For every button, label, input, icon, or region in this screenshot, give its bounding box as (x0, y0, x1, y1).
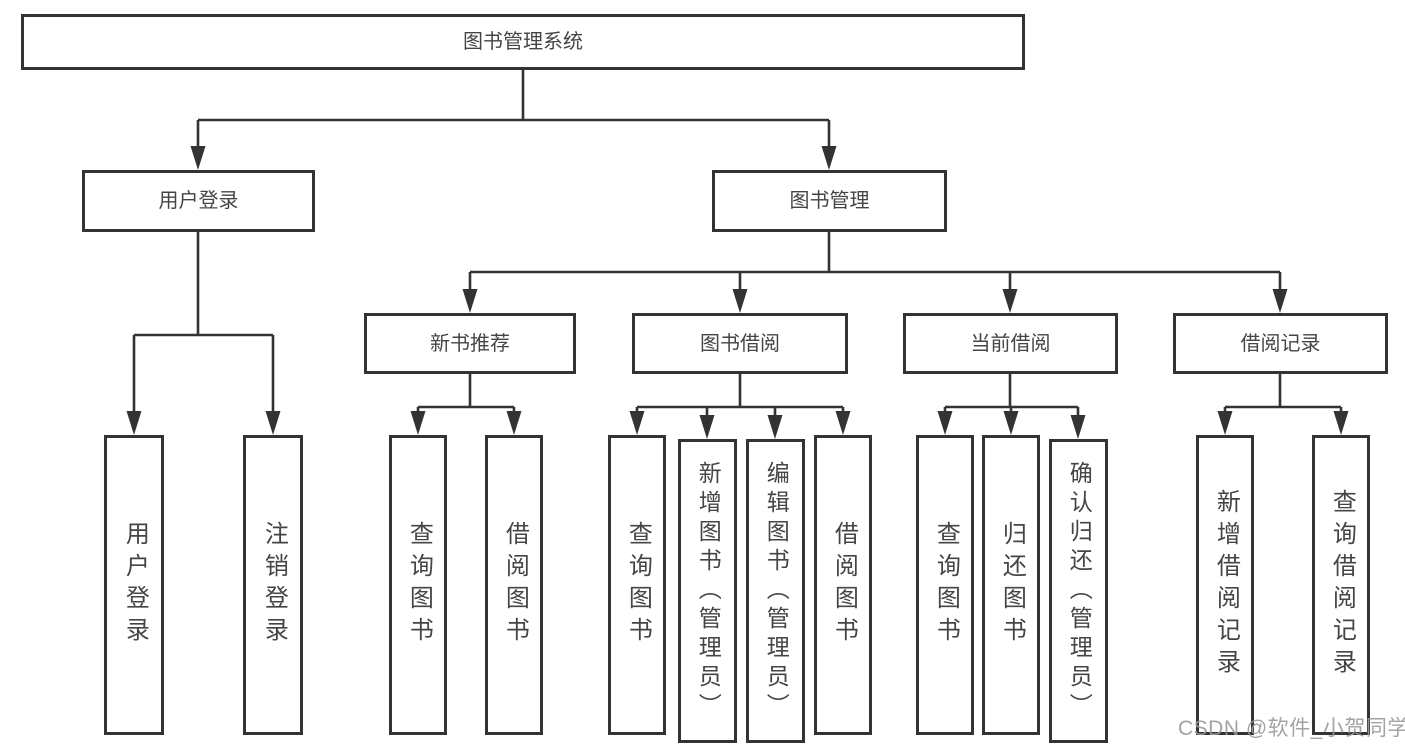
leaf-borrow-books-recommend: 借阅图书 (485, 435, 543, 735)
connector-segments (132, 70, 1343, 418)
leaf-query-borrow-record: 查询借阅记录 (1312, 435, 1370, 735)
node-book-borrowing: 图书借阅 (632, 313, 848, 374)
node-book-management: 图书管理 (712, 170, 947, 232)
leaf-query-books-recommend: 查询图书 (389, 435, 447, 735)
leaf-logout: 注销登录 (243, 435, 303, 735)
leaf-borrow-books-borrowing: 借阅图书 (814, 435, 872, 735)
leaf-query-books-current: 查询图书 (916, 435, 974, 735)
csdn-watermark: CSDN @软件_小贺同学 (1178, 717, 1405, 740)
leaf-confirm-return-admin: 确认归还（管理员） (1049, 439, 1108, 743)
node-new-book-recommendation: 新书推荐 (364, 313, 576, 374)
node-book-management-system: 图书管理系统 (21, 14, 1025, 70)
leaf-add-books-admin: 新增图书（管理员） (678, 439, 737, 743)
leaf-user-login: 用户登录 (104, 435, 164, 735)
leaf-query-books-borrowing: 查询图书 (608, 435, 666, 735)
arrowhead-icons (126, 146, 1349, 439)
node-current-borrowing: 当前借阅 (903, 313, 1118, 374)
leaf-edit-books-admin: 编辑图书（管理员） (746, 439, 805, 743)
leaf-add-borrow-record: 新增借阅记录 (1196, 435, 1254, 735)
leaf-return-books: 归还图书 (982, 435, 1040, 735)
node-user-login: 用户登录 (82, 170, 315, 232)
node-borrowing-records: 借阅记录 (1173, 313, 1388, 374)
